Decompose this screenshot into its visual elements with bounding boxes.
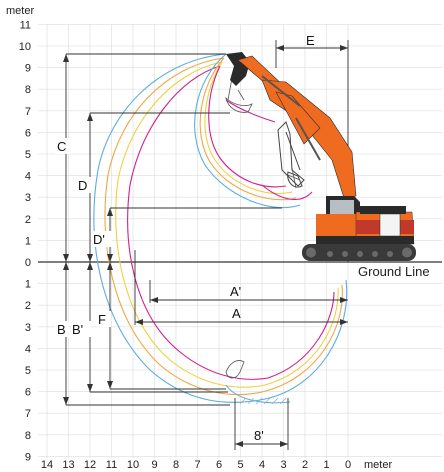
y-tick-label: 4 (25, 171, 31, 183)
y-tick-label: 3 (25, 192, 31, 204)
label-bg-d-prime (92, 231, 112, 247)
excavator-track-rollers (306, 247, 412, 258)
curve-yellow-outer (115, 61, 339, 388)
dim-label-b-prime: B' (72, 322, 83, 337)
y-tick-label: 4 (25, 343, 31, 355)
label-bg-b (55, 321, 69, 337)
x-tick-label: 8 (173, 459, 179, 471)
x-tick-label: 14 (41, 459, 53, 471)
dim-label-a-prime: A' (230, 284, 241, 299)
x-tick-label: 0 (345, 459, 351, 471)
dim-label-d-prime: D' (93, 232, 105, 247)
x-tick-label: 9 (151, 459, 157, 471)
y-tick-label: 2 (25, 214, 31, 226)
curve-blue-outer (93, 53, 348, 403)
curve-orange-outer (104, 57, 343, 396)
dim-label-f: F (98, 312, 106, 327)
y-tick-label: 6 (25, 127, 31, 139)
bucket-position-outlines (225, 77, 301, 379)
bucket-outline-upper (225, 96, 253, 113)
y-tick-label: 7 (25, 408, 31, 420)
working-range-curves (93, 53, 348, 404)
y-tick-label: 5 (25, 365, 31, 377)
x-tick-label: 6 (216, 459, 222, 471)
y-tick-label: 8 (25, 430, 31, 442)
dim-label-e: E (306, 33, 315, 48)
y-tick-label: 11 (20, 19, 31, 31)
excavator-engine-cover (360, 206, 406, 214)
y-tick-label: 0 (25, 257, 31, 269)
y-tick-label: 8 (25, 84, 31, 96)
x-tick-label: 10 (127, 459, 139, 471)
label-bg-f (97, 311, 111, 327)
curve-orange-inner (199, 57, 297, 201)
dim-label-b: B (57, 322, 66, 337)
y-tick-label: 6 (25, 387, 31, 399)
x-tick-label: 3 (280, 459, 286, 471)
y-axis-unit: meter (6, 5, 34, 17)
label-bg-d (76, 177, 92, 193)
x-tick-label: 11 (106, 459, 117, 471)
excavator-bucket (226, 52, 250, 86)
dim-label-8ft: 8' (254, 428, 264, 443)
dimension-arrows (63, 45, 348, 447)
x-tick-label: 5 (237, 459, 243, 471)
bottom-hatch (239, 397, 287, 405)
ground-line-label: Ground Line (358, 264, 430, 279)
excavator-hydraulic-cylinder (261, 75, 301, 107)
curve-magenta-tip (225, 99, 276, 123)
x-tick-label: 1 (323, 459, 329, 471)
x-tick-label: 2 (302, 459, 308, 471)
x-tick-label: 12 (84, 459, 96, 471)
y-tick-label: 1 (25, 279, 31, 291)
dim-label-a: A (232, 306, 241, 321)
y-tick-label: 3 (25, 322, 31, 334)
curve-blue-inner (194, 53, 301, 209)
x-tick-label: 13 (62, 459, 74, 471)
y-tick-label: 9 (25, 451, 31, 463)
y-tick-label: 9 (25, 63, 31, 75)
label-bg-b-prime (71, 321, 91, 337)
bucket-outline-lower (225, 360, 245, 379)
x-tick-label: 4 (259, 459, 265, 471)
excavator (226, 52, 416, 261)
dim-label-c: C (57, 139, 66, 154)
curve-magenta-mid (261, 184, 313, 201)
y-tick-label: 5 (25, 149, 31, 161)
y-tick-label: 1 (25, 235, 31, 247)
label-bg-c (54, 138, 70, 154)
curve-yellow-inner (204, 61, 293, 194)
curve-magenta-outer (127, 65, 335, 380)
x-tick-label: 7 (194, 459, 200, 471)
x-axis-unit: meter (364, 459, 392, 471)
excavator-folded-bucket (287, 171, 303, 188)
y-tick-label: 2 (25, 300, 31, 312)
y-tick-label: 10 (19, 41, 31, 53)
dim-label-d: D (78, 178, 87, 193)
y-tick-label: 7 (25, 106, 31, 118)
